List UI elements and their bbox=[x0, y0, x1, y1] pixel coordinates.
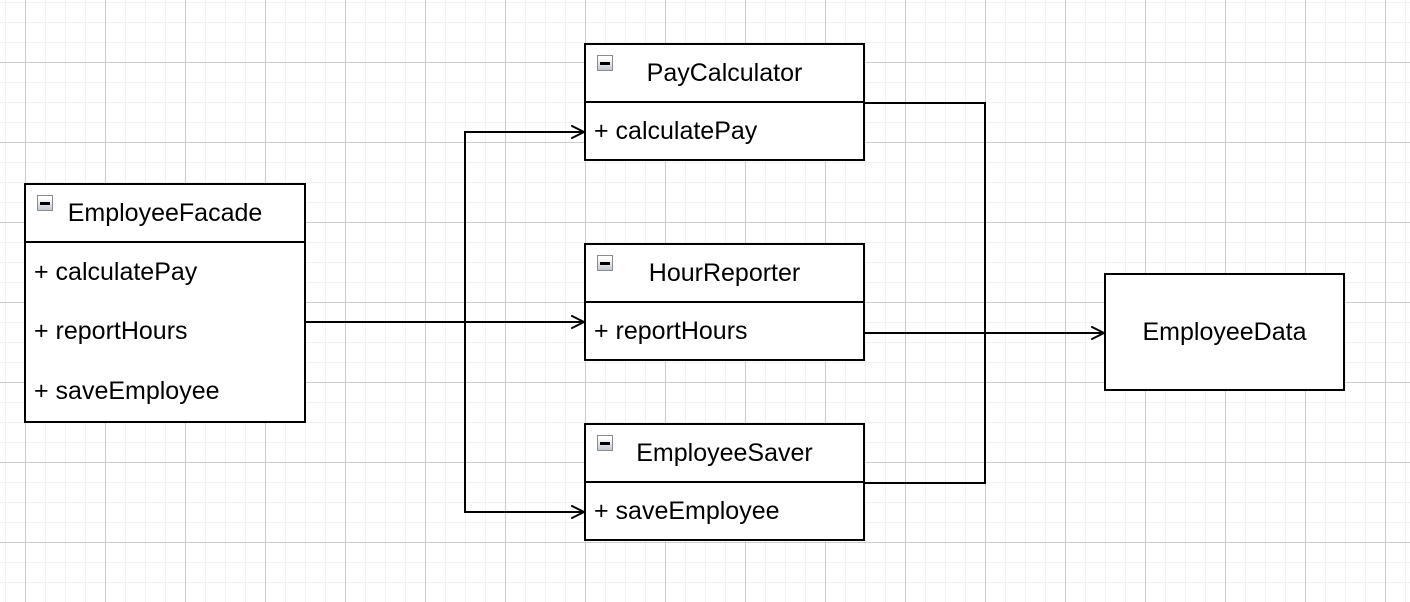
class-title: PayCalculator bbox=[646, 58, 803, 87]
class-header: EmployeeFacade bbox=[26, 185, 304, 243]
class-header: PayCalculator bbox=[586, 45, 863, 103]
class-members: + saveEmployee bbox=[586, 483, 863, 539]
class-title: EmployeeFacade bbox=[67, 198, 263, 227]
class-box-employee-saver[interactable]: EmployeeSaver + saveEmployee bbox=[584, 423, 865, 541]
class-member: + calculatePay bbox=[594, 116, 758, 145]
class-member: + reportHours bbox=[594, 316, 748, 345]
collapse-minus-icon[interactable] bbox=[37, 195, 53, 211]
class-member: + saveEmployee bbox=[594, 496, 780, 525]
class-box-hour-reporter[interactable]: HourReporter + reportHours bbox=[584, 243, 865, 361]
class-members: + calculatePay + reportHours + saveEmploye… bbox=[26, 243, 304, 421]
class-member: + saveEmployee bbox=[34, 376, 220, 405]
class-header: HourReporter bbox=[586, 245, 863, 303]
connector-facade-to-employeesaver[interactable] bbox=[464, 322, 585, 519]
collapse-minus-icon[interactable] bbox=[597, 255, 613, 271]
class-member: + reportHours bbox=[34, 317, 188, 346]
class-title: EmployeeData bbox=[1142, 317, 1307, 346]
class-box-employee-data[interactable]: EmployeeData bbox=[1104, 273, 1345, 391]
class-box-employee-facade[interactable]: EmployeeFacade + calculatePay + reportHou… bbox=[24, 183, 306, 423]
collapse-minus-icon[interactable] bbox=[597, 55, 613, 71]
connector-paycalculator-employeesaver-merge[interactable] bbox=[865, 102, 986, 484]
collapse-minus-icon[interactable] bbox=[597, 435, 613, 451]
class-header: EmployeeSaver bbox=[586, 425, 863, 483]
class-member: + calculatePay bbox=[34, 258, 198, 287]
class-title: EmployeeSaver bbox=[636, 438, 813, 467]
class-members: + reportHours bbox=[586, 303, 863, 359]
class-box-pay-calculator[interactable]: PayCalculator + calculatePay bbox=[584, 43, 865, 161]
class-members: + calculatePay bbox=[586, 103, 863, 159]
class-header: EmployeeData bbox=[1106, 275, 1343, 389]
class-title: HourReporter bbox=[648, 258, 801, 287]
connector-facade-to-paycalculator[interactable] bbox=[464, 125, 585, 322]
